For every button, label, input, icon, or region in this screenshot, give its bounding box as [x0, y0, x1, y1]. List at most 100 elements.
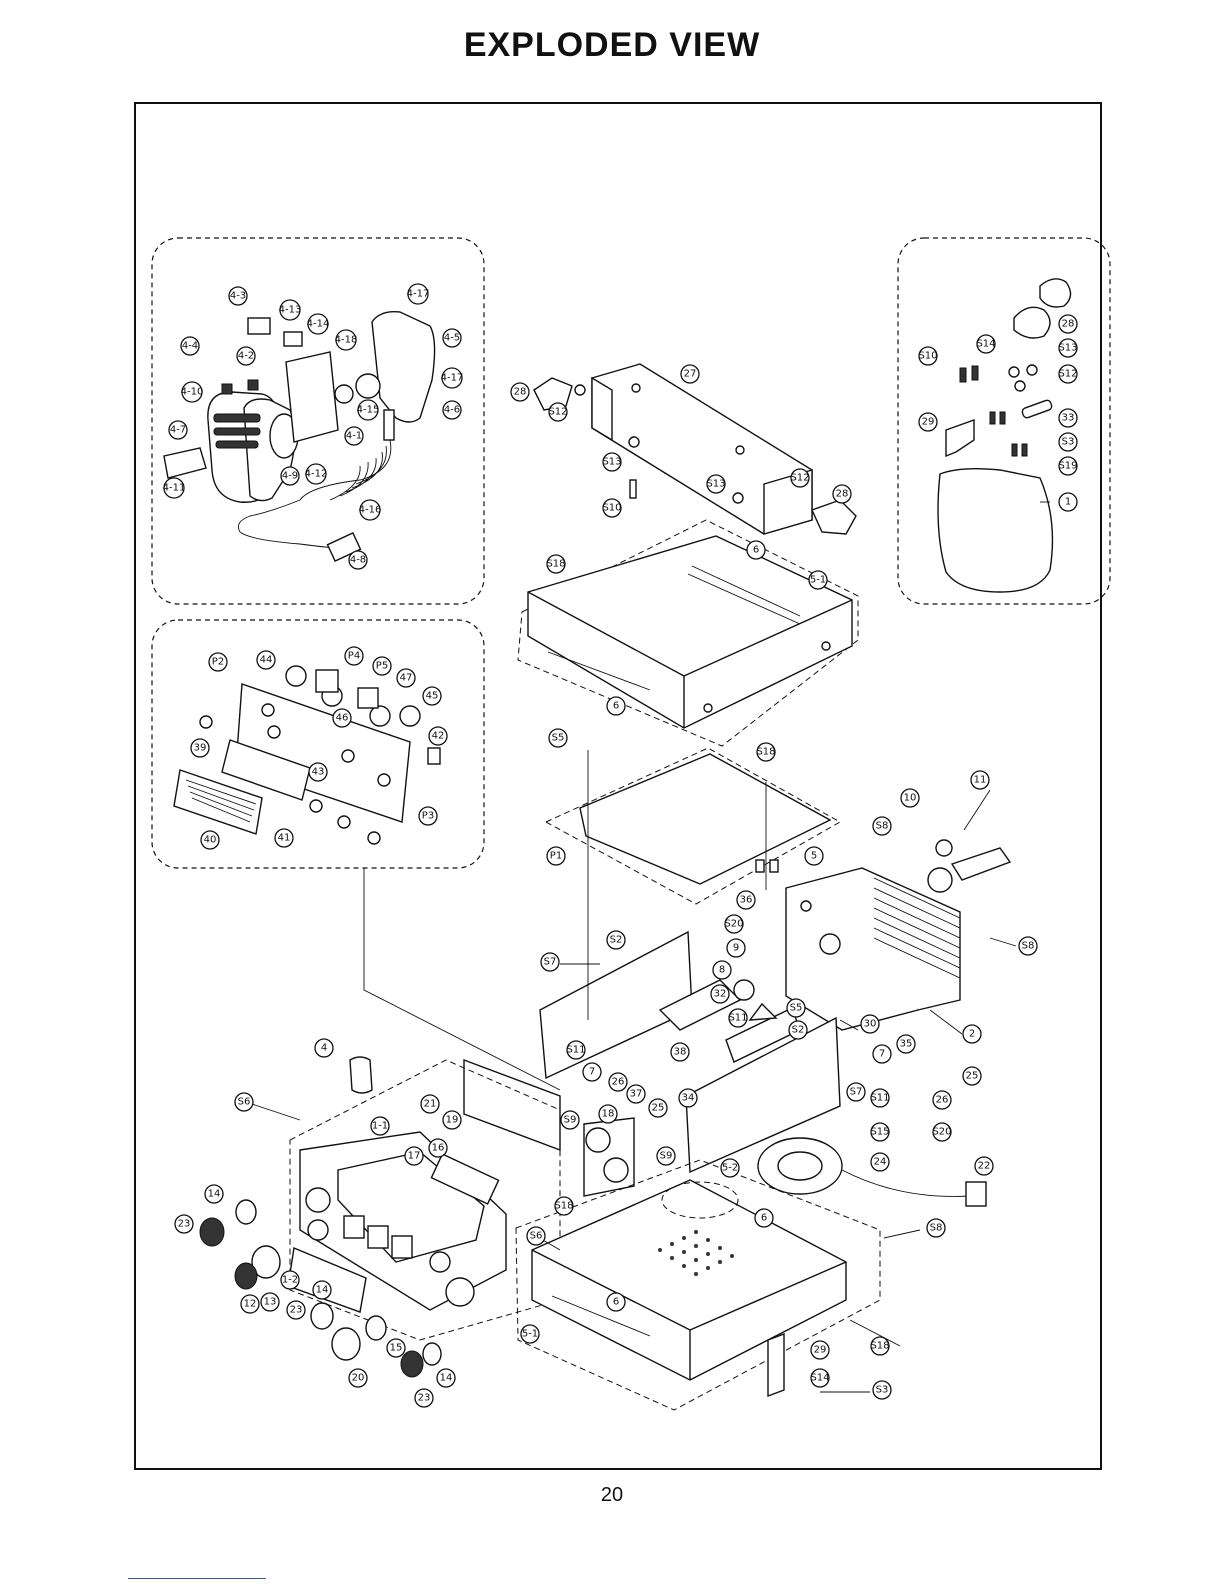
callout-label: S7: [850, 1087, 863, 1098]
callout-38: 38: [670, 1042, 690, 1062]
callout-s3a: S3: [1058, 432, 1078, 452]
callout-label: S3: [876, 1385, 889, 1396]
callout-label: 14: [208, 1189, 221, 1200]
callout-39: 39: [190, 738, 210, 758]
callout-4-4: 4-4: [180, 336, 200, 356]
callout-label: 2: [969, 1029, 975, 1040]
callout-label: 4-6: [444, 405, 460, 416]
callout-40: 40: [200, 830, 220, 850]
callout-s10a: S10: [602, 498, 622, 518]
callout-36: 36: [736, 890, 756, 910]
callout-s5b: S5: [786, 998, 806, 1018]
callout-label: 14: [440, 1373, 453, 1384]
callout-label: S15: [870, 1127, 889, 1138]
callout-p3: P3: [418, 806, 438, 826]
callout-2: 2: [962, 1024, 982, 1044]
callout-label: 19: [446, 1115, 459, 1126]
callout-label: 4-17: [407, 289, 430, 300]
callout-4-1: 4-1: [344, 426, 364, 446]
page-number: 20: [600, 1484, 624, 1506]
callout-label: 5-1: [810, 575, 826, 586]
callout-label: 4-3: [230, 291, 246, 302]
callout-4-5: 4-5: [442, 328, 462, 348]
top-cover: [517, 519, 859, 747]
callout-label: S12: [548, 407, 567, 418]
callout-label: 1-1: [372, 1121, 388, 1132]
callout-44: 44: [256, 650, 276, 670]
callout-s2a: S2: [606, 930, 626, 950]
callout-4-15: 4-15: [357, 399, 380, 421]
callout-label: P5: [376, 661, 388, 672]
callout-label: 15: [390, 1343, 403, 1354]
callout-label: 4: [321, 1043, 327, 1054]
callout-label: 1-2: [282, 1275, 298, 1286]
callout-6b: 6: [606, 696, 626, 716]
callout-label: S18: [870, 1341, 889, 1352]
main-pcb: [544, 747, 842, 905]
callout-label: S10: [918, 351, 937, 362]
callout-label: 21: [424, 1099, 437, 1110]
callout-30: 30: [860, 1014, 880, 1034]
callout-label: 4-12: [305, 469, 328, 480]
callout-label: 1: [1065, 497, 1071, 508]
callout-label: 40: [204, 835, 217, 846]
callout-p4: P4: [344, 646, 364, 666]
callout-label: 45: [426, 691, 439, 702]
callout-label: 11: [974, 775, 987, 786]
callout-35: 35: [896, 1034, 916, 1054]
callout-s18b: S18: [756, 742, 776, 762]
callout-4-2: 4-2: [236, 346, 256, 366]
callout-6c: 6: [754, 1208, 774, 1228]
callout-6a: 6: [746, 540, 766, 560]
callout-s20a: S20: [724, 914, 744, 934]
callout-label: 4-10: [181, 387, 204, 398]
callout-1-2: 1-2: [280, 1270, 300, 1290]
callout-23c: 23: [414, 1388, 434, 1408]
callout-22: 22: [974, 1156, 994, 1176]
callout-s11b: S11: [566, 1040, 586, 1060]
callout-label: S8: [1022, 941, 1035, 952]
callout-4-11: 4-11: [163, 477, 185, 499]
callout-label: 4-18: [335, 335, 358, 346]
callout-label: P4: [348, 651, 360, 662]
callout-45: 45: [422, 686, 442, 706]
page-title: EXPLODED VIEW: [463, 26, 761, 64]
callout-s10b: S10: [918, 346, 938, 366]
callout-label: S11: [566, 1045, 585, 1056]
callout-label: S2: [610, 935, 623, 946]
callout-32: 32: [710, 984, 730, 1004]
callout-label: 47: [400, 673, 413, 684]
callout-label: 30: [864, 1019, 877, 1030]
callout-8: 8: [712, 960, 732, 980]
callout-label: 4-8: [350, 555, 366, 566]
callout-label: 39: [194, 743, 207, 754]
callout-label: 35: [900, 1039, 913, 1050]
callout-label: 4-15: [357, 405, 380, 416]
callout-47: 47: [396, 668, 416, 688]
callout-label: S13: [706, 479, 725, 490]
callout-label: 10: [904, 793, 917, 804]
callout-label: 7: [589, 1067, 595, 1078]
callout-label: 6: [613, 1297, 619, 1308]
callout-label: S13: [1058, 343, 1077, 354]
callout-29b: 29: [810, 1340, 830, 1360]
callout-label: S14: [810, 1373, 829, 1384]
callout-label: 4-7: [170, 425, 186, 436]
callout-5-1a: 5-1: [808, 570, 828, 590]
callout-s18c: S18: [554, 1196, 574, 1216]
callout-14b: 14: [312, 1280, 332, 1300]
callout-label: 4-2: [238, 351, 254, 362]
callout-label: P3: [422, 811, 434, 822]
callout-4-7: 4-7: [168, 420, 188, 440]
callout-41: 41: [274, 828, 294, 848]
callout-p5: P5: [372, 656, 392, 676]
microphone-inset: [151, 237, 485, 605]
callout-label: S5: [552, 733, 565, 744]
callout-24: 24: [870, 1152, 890, 1172]
callout-label: 25: [966, 1071, 979, 1082]
callout-4-18: 4-18: [335, 329, 358, 351]
footer-rule: [128, 1578, 266, 1579]
callout-37: 37: [626, 1084, 646, 1104]
callout-label: 4-1: [346, 431, 362, 442]
callout-label: 13: [264, 1297, 277, 1308]
